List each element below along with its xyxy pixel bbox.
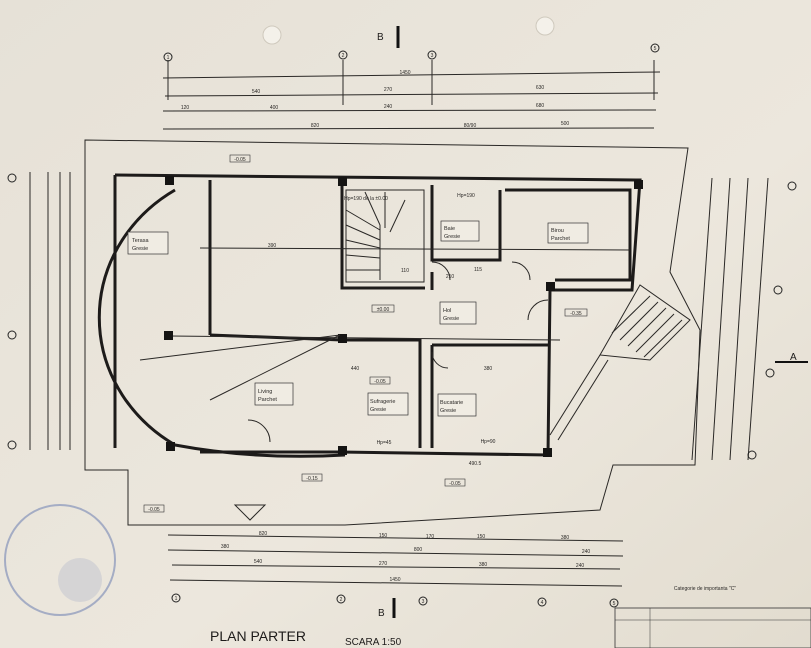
svg-text:380: 380 [479,562,488,568]
top-dimension-lines [162,60,661,130]
top-axis-markers: 1 2 3 5 [163,43,660,62]
room-label-birou: Birou Parchet [547,222,589,244]
svg-text:Gresie: Gresie [132,246,148,252]
svg-text:Hp=190: Hp=190 [457,193,475,199]
svg-text:Gresie: Gresie [370,407,386,413]
svg-text:1: 1 [167,55,170,61]
svg-text:440: 440 [351,366,360,372]
top-dimension-values: 1450 540 270 630 120 400 240 680 820 80/… [181,70,570,129]
svg-text:Terasa: Terasa [132,238,149,244]
left-dimension-lines [29,172,71,450]
svg-text:270: 270 [379,561,388,567]
bottom-axis-markers: 1 2 3 4 5 [171,593,619,608]
svg-text:120: 120 [181,105,190,111]
svg-text:240: 240 [576,563,585,569]
svg-text:Bucatarie: Bucatarie [440,400,463,406]
room-label-living: Living Parchet [254,382,294,406]
svg-text:1: 1 [175,596,178,602]
plan-title: PLAN PARTER [210,628,306,644]
svg-text:Baie: Baie [444,226,455,232]
svg-text:Gresie: Gresie [440,408,456,414]
svg-text:Categorie de importanta "C": Categorie de importanta "C" [674,586,736,592]
section-mark-a: A [775,352,808,363]
svg-text:380: 380 [484,366,493,372]
bottom-dimension-lines [167,534,624,587]
svg-text:150: 150 [477,534,486,540]
bottom-dimension-values: 820 150 170 150 380 380 800 240 540 270 … [221,531,591,583]
svg-text:Parchet: Parchet [551,236,570,242]
svg-text:Birou: Birou [551,228,564,234]
svg-text:500: 500 [561,121,570,127]
svg-text:Hp=190 de la ±0.00: Hp=190 de la ±0.00 [344,196,388,202]
svg-text:80/90: 80/90 [464,123,477,129]
svg-text:240: 240 [582,549,591,555]
svg-text:3: 3 [422,599,425,605]
room-label-hol: Hol Gresie [439,301,477,325]
interior-stair [345,189,425,283]
svg-text:Living: Living [258,389,272,395]
svg-text:2: 2 [340,597,343,603]
svg-text:-0.05: -0.05 [148,507,160,513]
svg-text:115: 115 [474,267,482,273]
svg-text:1450: 1450 [389,577,400,583]
section-mark-b-top: B [377,26,400,48]
svg-text:B: B [378,608,385,619]
room-label-baie: Baie Gresie [440,220,480,242]
svg-text:380: 380 [561,535,570,541]
title-block: Categorie de importanta "C" [614,586,811,648]
svg-text:270: 270 [384,87,393,93]
svg-text:800: 800 [414,547,423,553]
plan-scale: SCARA 1:50 [345,637,402,648]
svg-text:B: B [377,32,384,43]
interior-dimensions: Hp=190 de la ±0.00 390 440 380 210 110 1… [268,193,496,467]
svg-text:Hp=45: Hp=45 [377,440,392,446]
svg-text:A: A [790,352,797,363]
svg-text:-0.05: -0.05 [234,157,246,163]
svg-text:490.5: 490.5 [469,461,482,467]
svg-text:540: 540 [252,89,261,95]
section-mark-b-bottom: B [378,598,396,619]
svg-text:210: 210 [446,274,455,280]
right-dimension-lines [691,177,769,461]
svg-text:Gresie: Gresie [443,316,459,322]
svg-text:820: 820 [311,123,320,129]
room-label-terasa: Terasa Gresie [127,231,169,255]
site-outline [84,139,701,526]
svg-text:Hp=90: Hp=90 [481,439,496,445]
svg-text:4: 4 [541,600,544,606]
svg-text:±0.00: ±0.00 [377,307,390,313]
svg-text:630: 630 [536,85,545,91]
svg-text:110: 110 [401,268,409,274]
svg-text:150: 150 [379,533,388,539]
svg-text:5: 5 [654,46,657,52]
svg-text:2: 2 [342,53,345,59]
doors [139,261,549,521]
svg-text:-0.15: -0.15 [306,476,318,482]
svg-text:1450: 1450 [399,70,410,76]
svg-text:680: 680 [536,103,545,109]
svg-text:-0.05: -0.05 [449,481,461,487]
svg-text:400: 400 [270,105,279,111]
exterior-stair [549,284,691,441]
svg-text:820: 820 [259,531,268,537]
svg-text:-0.35: -0.35 [570,311,582,317]
structural-columns [164,176,643,457]
svg-text:-0.05: -0.05 [374,379,386,385]
svg-text:Gresie: Gresie [444,234,460,240]
svg-text:170: 170 [426,534,435,540]
svg-text:390: 390 [268,243,277,249]
svg-text:Sufragerie: Sufragerie [370,399,395,405]
svg-text:540: 540 [254,559,263,565]
level-markers: ±0.00 -0.35 -0.05 -0.15 -0.05 -0.05 -0.0… [143,154,588,513]
room-label-sufragerie: Sufragerie Gresie [367,392,409,416]
svg-text:380: 380 [221,544,230,550]
svg-text:5: 5 [613,601,616,607]
svg-text:3: 3 [431,53,434,59]
svg-text:240: 240 [384,104,393,110]
svg-text:Parchet: Parchet [258,397,277,403]
svg-text:Hol: Hol [443,308,451,314]
blue-stamp [4,504,116,616]
room-label-bucatarie: Bucatarie Gresie [437,393,477,417]
